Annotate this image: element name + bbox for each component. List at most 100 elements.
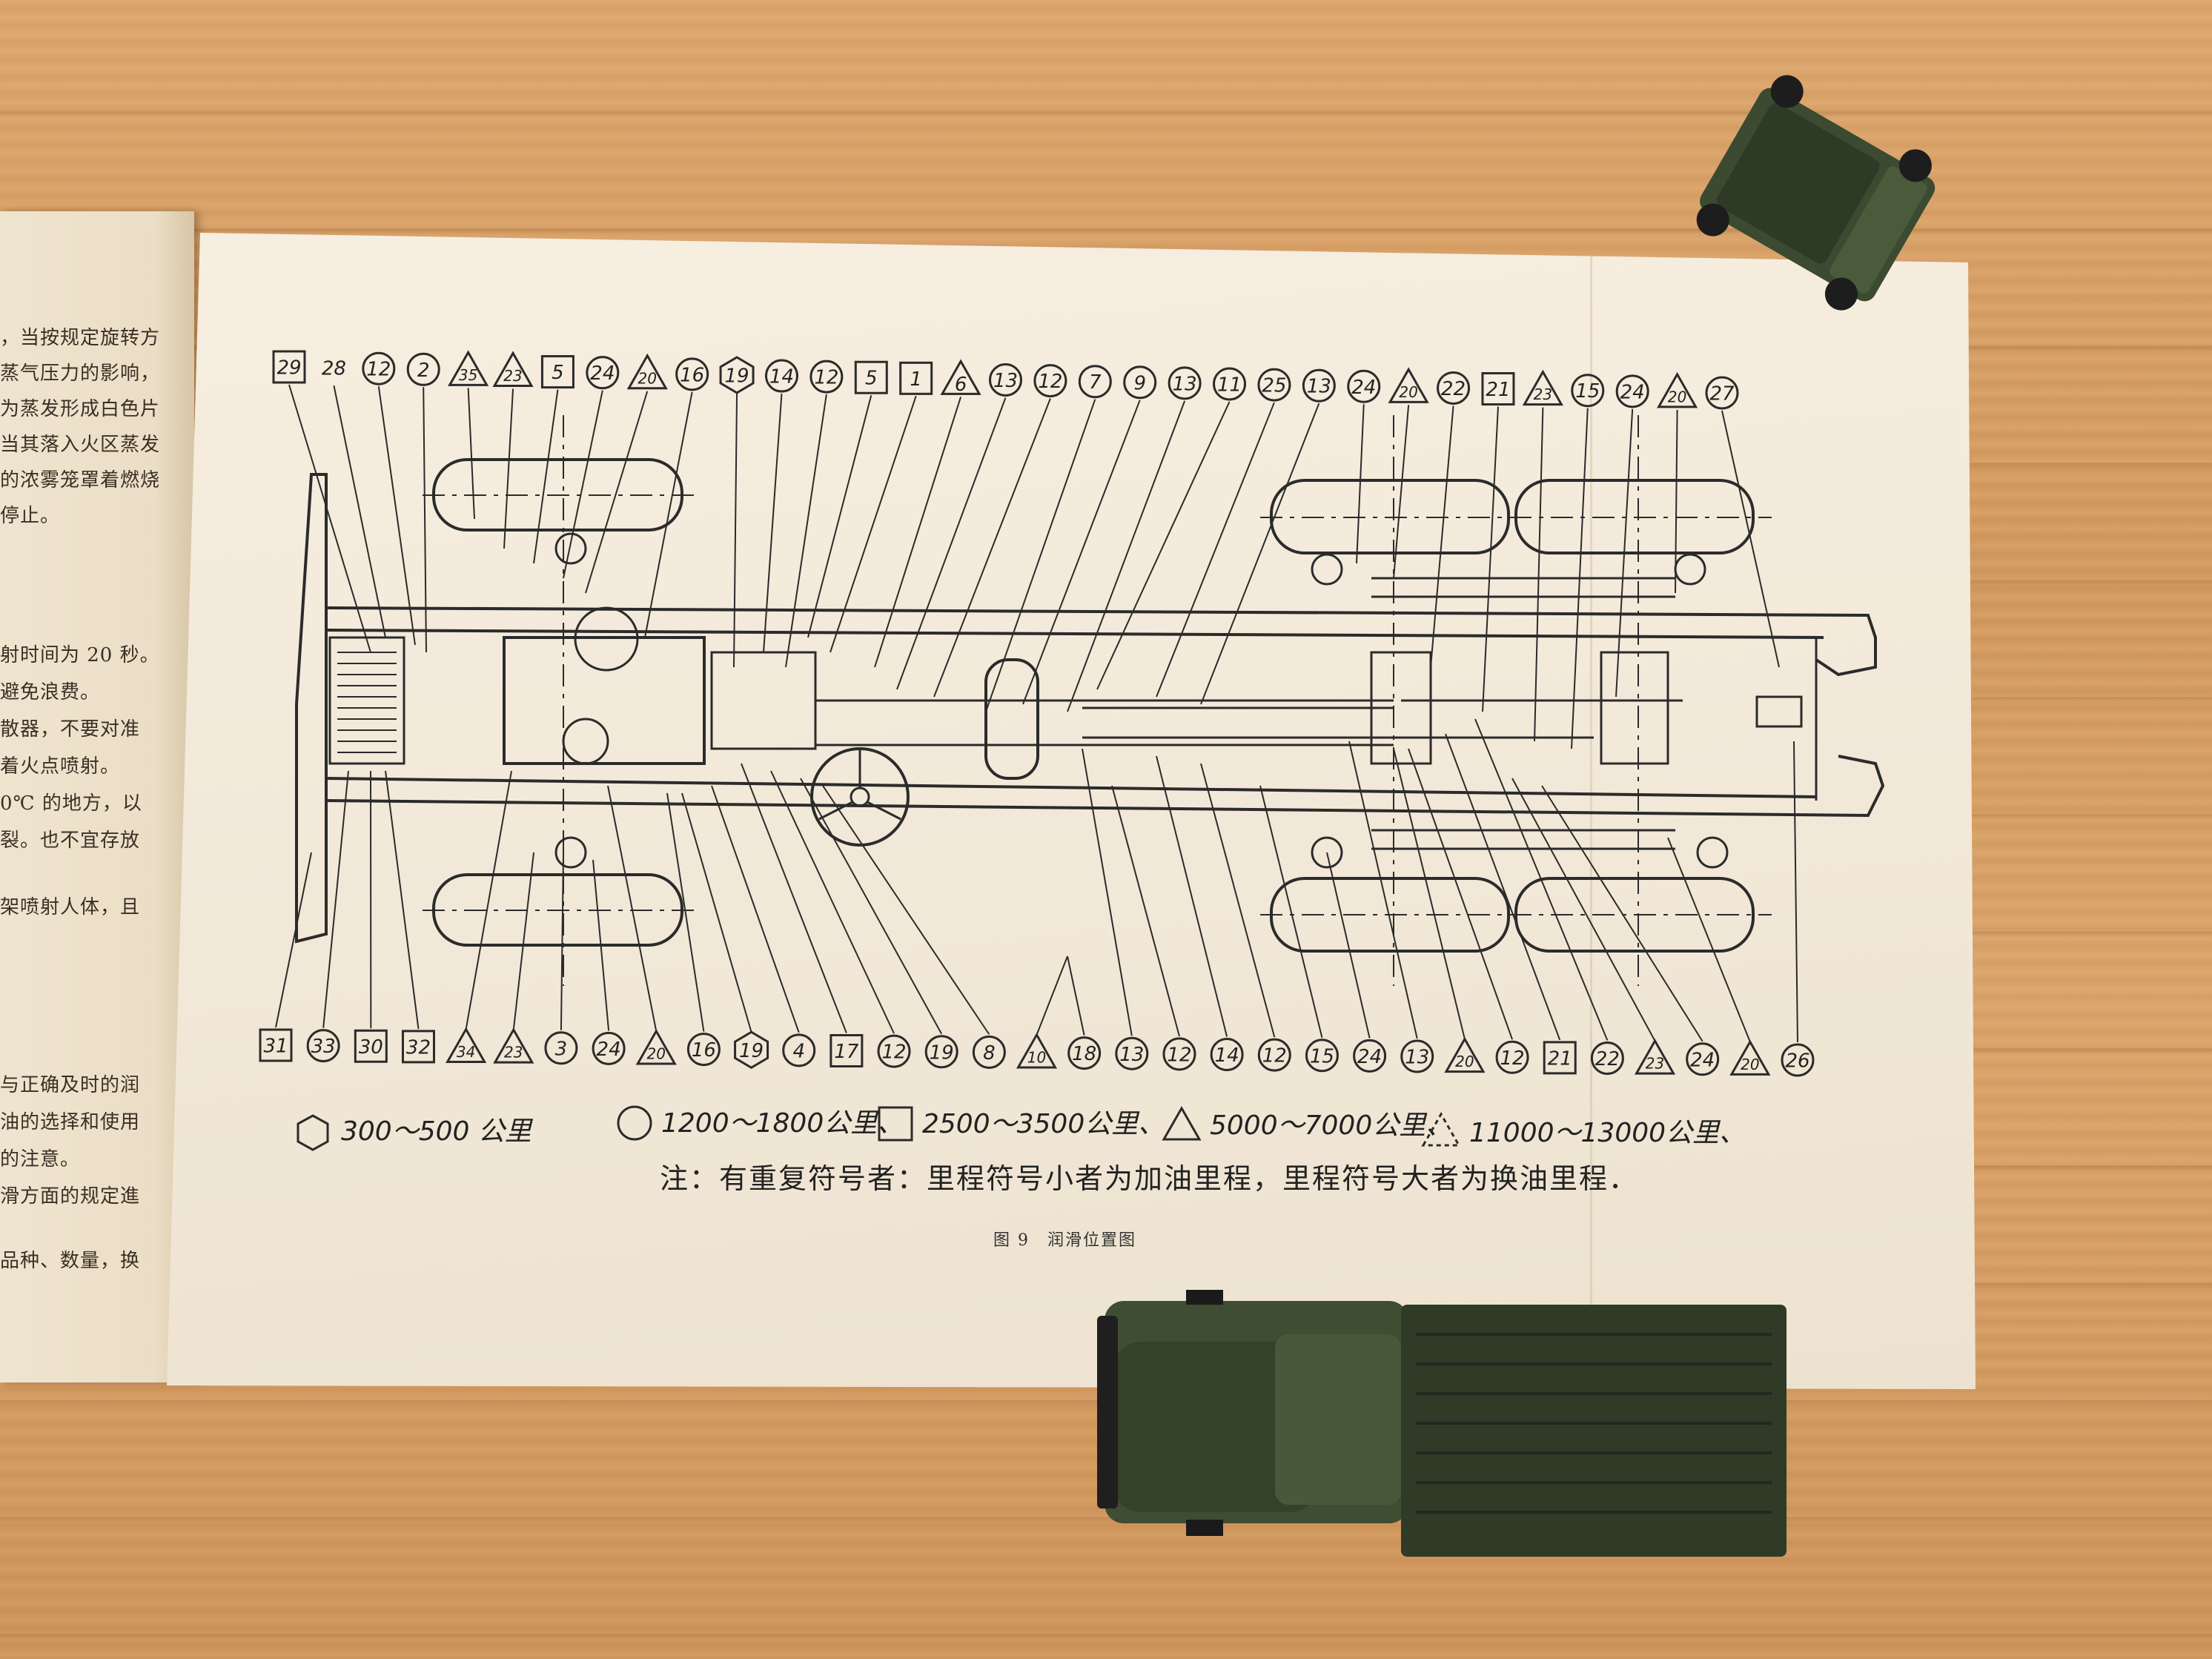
leader-line — [1675, 409, 1678, 594]
callout-triangle-23: 23 — [1634, 1039, 1676, 1075]
leader-line — [1082, 748, 1133, 1036]
callout-number: 23 — [503, 367, 522, 385]
left-page-line: 散器，不要对准 — [0, 718, 141, 741]
callout-number: 10 — [1027, 1049, 1046, 1067]
leader-line — [1200, 403, 1320, 705]
left-page-line: 避免浪费。 — [0, 681, 101, 703]
circle-symbol — [1123, 365, 1157, 400]
left-book-page: ，当按规定旋转方 蒸气压力的影响， 为蒸发形成白色片 当其落入火区蒸发 的浓雾笼… — [0, 211, 194, 1382]
leader-line — [985, 399, 1096, 712]
callout-number: 24 — [590, 362, 615, 385]
triangle-symbol — [1634, 1039, 1676, 1075]
callout-circle-12: 12 — [877, 1034, 911, 1068]
callout-triangle-20: 20 — [1444, 1036, 1486, 1073]
callout-circle-24: 24 — [1686, 1042, 1720, 1076]
leader-line — [741, 763, 847, 1033]
hexagon-symbol — [297, 1114, 329, 1151]
callout-number: 32 — [406, 1036, 431, 1059]
toy-truck — [1097, 1290, 1787, 1557]
leader-line — [1393, 405, 1410, 579]
callout-number: 20 — [1455, 1053, 1474, 1070]
legend-label: 2500～3500公里、 — [922, 1109, 1165, 1139]
callout-number: 20 — [1741, 1056, 1759, 1073]
circle-symbol — [764, 359, 798, 393]
leader-line — [1534, 407, 1544, 742]
callout-circle-33: 33 — [306, 1029, 340, 1063]
callout-number: 9 — [1133, 372, 1146, 394]
callout-circle-9: 9 — [1123, 365, 1157, 400]
leader-line — [563, 390, 603, 579]
callout-number: 14 — [769, 366, 794, 388]
callout-number: 24 — [597, 1039, 621, 1061]
leader-line — [288, 384, 371, 653]
callout-circle-24: 24 — [1353, 1039, 1387, 1073]
leader-lines — [275, 384, 1798, 1043]
square-symbol — [401, 1030, 435, 1064]
circle-symbol — [1615, 374, 1649, 408]
callout-triangle-6: 6 — [940, 359, 981, 396]
square-symbol — [1481, 372, 1515, 406]
triangle-symbol — [492, 351, 534, 387]
leader-line — [822, 785, 990, 1035]
callout-none-28: 28 — [322, 358, 346, 380]
callout-number: 12 — [814, 367, 838, 389]
callout-number: 24 — [1351, 377, 1376, 399]
callout-number: 1 — [910, 368, 922, 391]
leader-line — [1474, 718, 1609, 1041]
callout-number: 23 — [1534, 385, 1552, 403]
left-page-line: 为蒸发形成白色片 — [0, 398, 161, 420]
callout-number: 20 — [638, 369, 657, 387]
callout-number: 3 — [555, 1038, 568, 1060]
callout-circle-15: 15 — [1305, 1039, 1339, 1073]
callout-hexagon-19: 19 — [734, 1030, 769, 1069]
square-symbol — [272, 350, 306, 384]
circle-symbol — [1213, 367, 1247, 401]
leader-line — [1667, 837, 1751, 1042]
callout-number: 16 — [692, 1039, 716, 1062]
leader-line — [423, 387, 427, 653]
callout-square-29: 29 — [272, 350, 306, 384]
callout-circle-2: 2 — [406, 352, 440, 386]
callout-number: 22 — [1595, 1048, 1620, 1070]
leader-line — [1036, 956, 1068, 1036]
callout-number: 5 — [552, 362, 564, 384]
callout-triangle-23: 23 — [1522, 369, 1563, 406]
circle-symbol — [1781, 1043, 1815, 1077]
leader-line — [807, 394, 872, 638]
callout-number: 13 — [993, 370, 1018, 392]
circle-symbol — [306, 1029, 340, 1063]
circle-symbol — [809, 360, 844, 394]
leader-line — [1541, 785, 1703, 1042]
callout-circle-12: 12 — [1495, 1040, 1529, 1074]
left-page-line: 的浓雾笼罩着燃烧 — [0, 469, 161, 491]
leader-line — [1200, 763, 1276, 1038]
callout-circle-12: 12 — [1033, 364, 1067, 398]
callout-circle-24: 24 — [592, 1031, 626, 1065]
circle-symbol — [1302, 368, 1336, 403]
left-page-line: 裂。也不宜存放 — [0, 830, 141, 852]
callout-square-31: 31 — [259, 1028, 293, 1062]
circle-symbol — [1168, 366, 1202, 400]
callout-circle-12: 12 — [809, 360, 844, 394]
leader-line — [1511, 778, 1656, 1042]
callout-circle-8: 8 — [972, 1035, 1006, 1069]
triangle-symbol — [635, 1028, 677, 1065]
circle-symbol — [1590, 1042, 1624, 1075]
leader-line — [1326, 852, 1371, 1039]
callout-circle-13: 13 — [1115, 1036, 1149, 1070]
circle-symbol — [1400, 1039, 1434, 1073]
triangle-symbol — [1522, 369, 1563, 406]
callout-circle-4: 4 — [782, 1033, 816, 1067]
triangle-symbol — [446, 1027, 487, 1063]
callout-circle-26: 26 — [1781, 1043, 1815, 1077]
leader-line — [503, 388, 514, 549]
dashed-triangle-symbol — [1421, 1111, 1461, 1147]
callout-square-17: 17 — [830, 1034, 864, 1067]
callout-square-30: 30 — [354, 1029, 388, 1063]
leader-line — [770, 770, 895, 1034]
leader-line — [933, 398, 1051, 698]
triangle-symbol — [1657, 371, 1698, 408]
callout-circle-12: 12 — [1257, 1038, 1291, 1072]
callout-number: 26 — [1785, 1050, 1809, 1073]
